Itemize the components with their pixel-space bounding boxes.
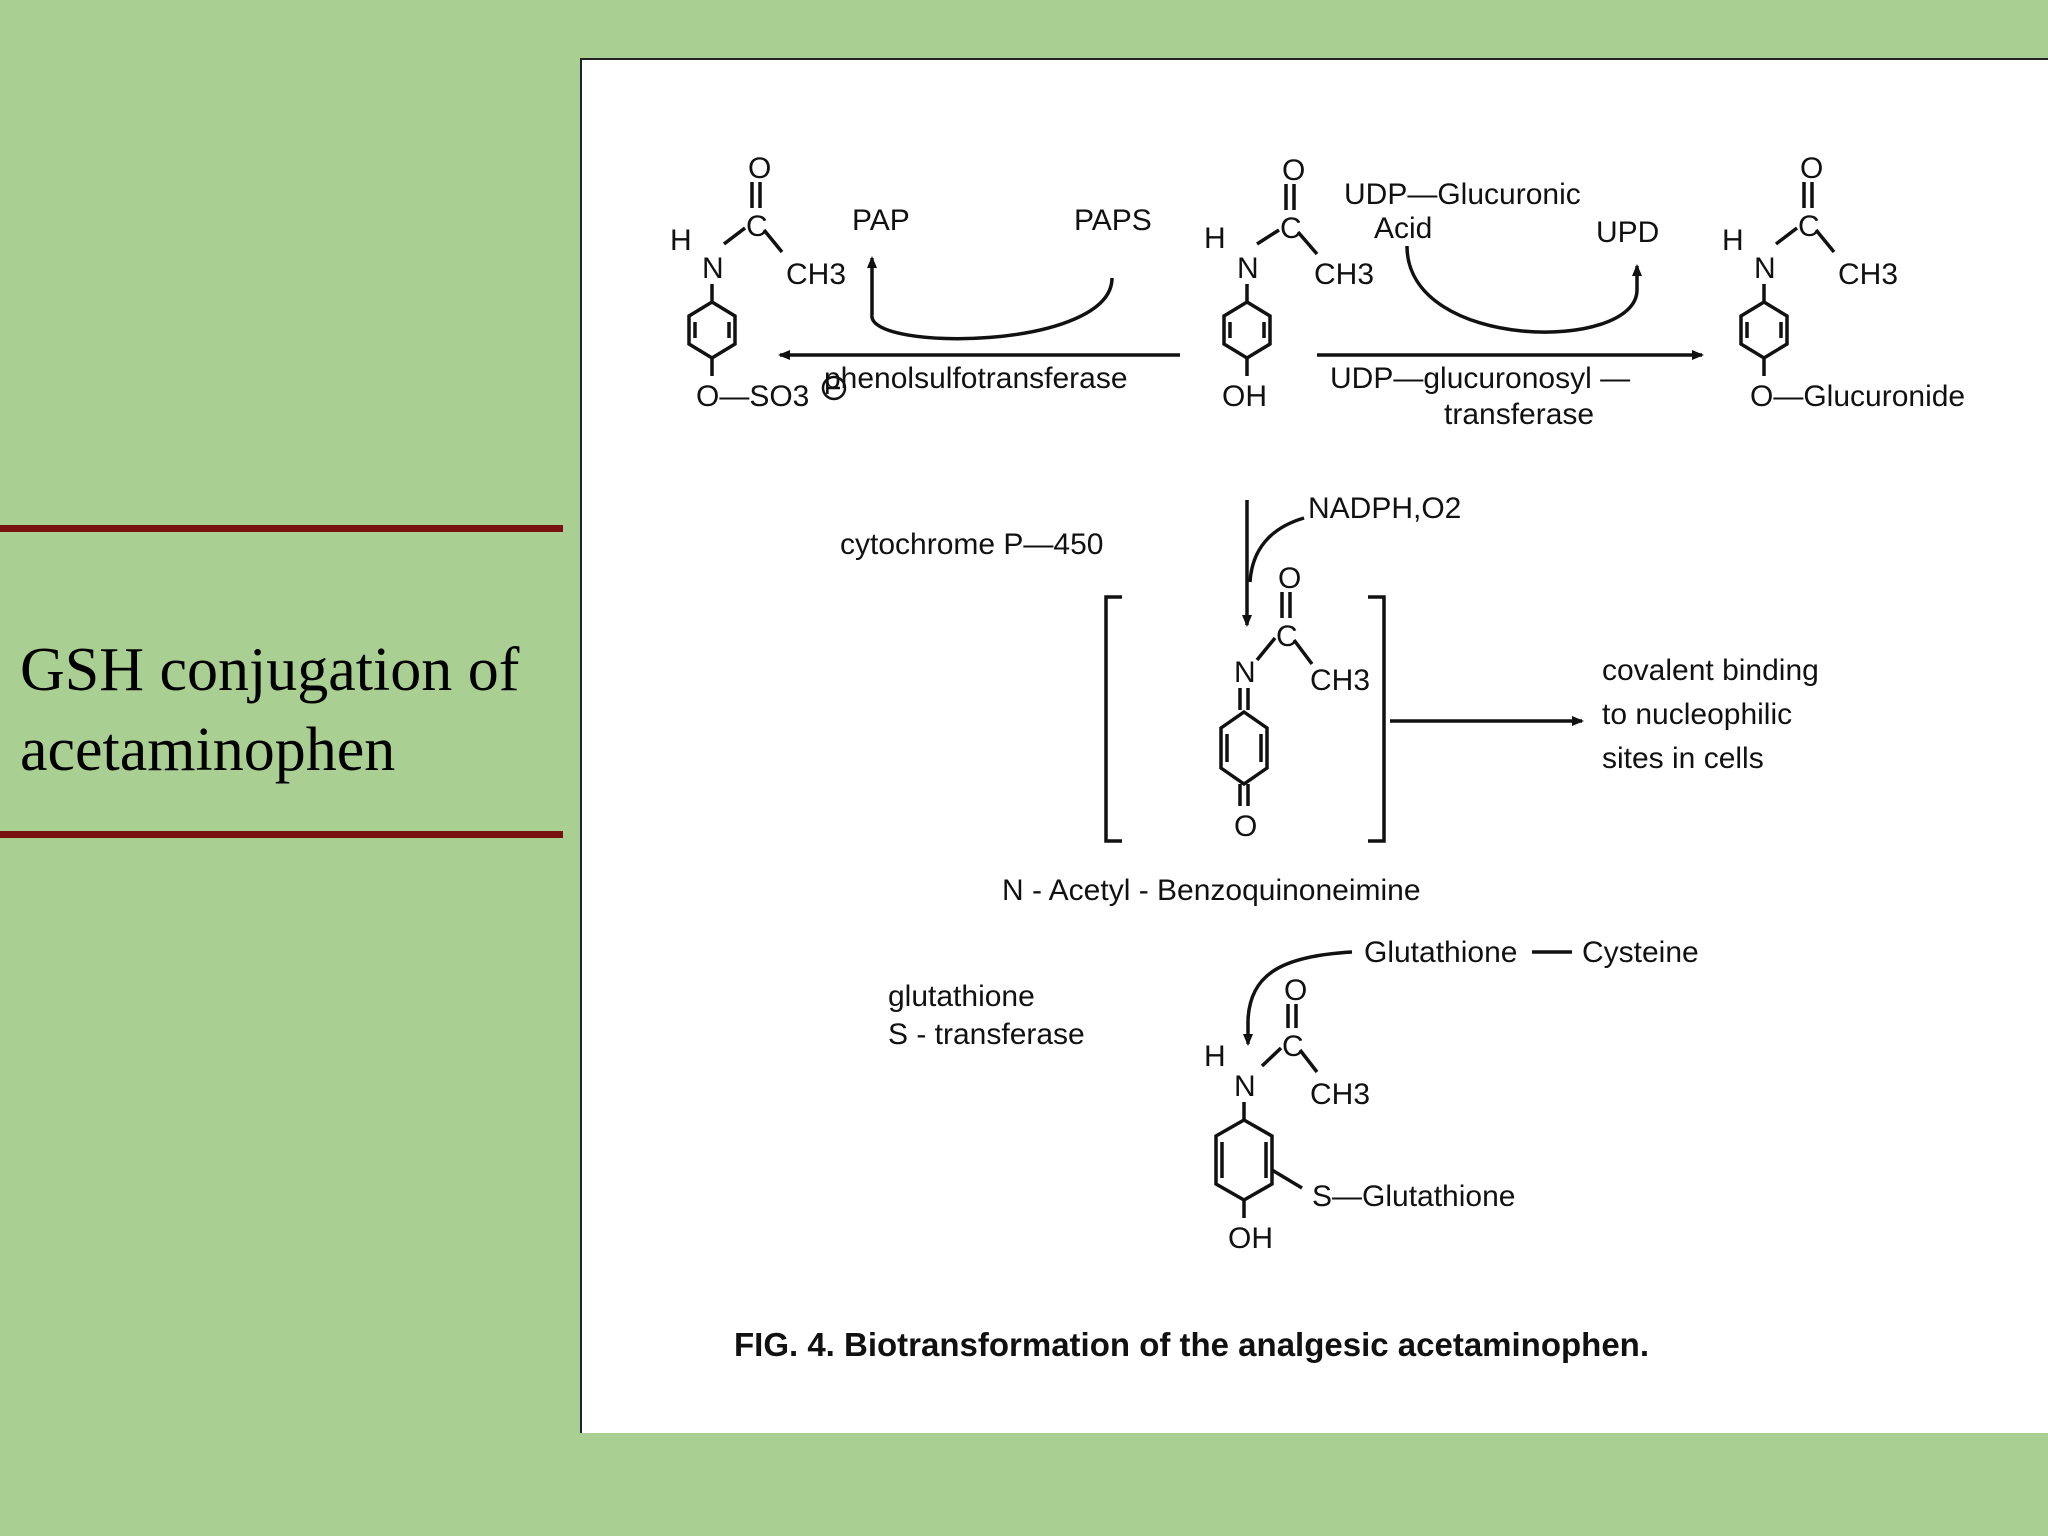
label-covalent-line-3: sites in cells [1602,742,1764,775]
label-gst-line-2: S - transferase [888,1018,1085,1051]
napqi-structure: O C N CH3 O N - Acetyl - Benzoquinoneimi… [1002,562,1421,907]
atom-n: N [1234,656,1256,689]
sub-oh: OH [1222,380,1267,413]
atom-c: C [1798,210,1820,243]
atom-o: O [748,152,771,185]
glucuronidation-reaction: UDP—Glucuronic Acid UPD UDP—glucuronosyl… [1317,178,1704,431]
atom-o: O [1800,152,1823,185]
atom-ch3: CH3 [1314,258,1374,291]
atom-ch3: CH3 [786,258,846,291]
atom-n: N [1237,252,1259,285]
title-rule-top [0,525,563,532]
sulfate-conjugate-structure: O C H N CH3 O—SO3 [670,152,847,413]
label-covalent-line-1: covalent binding [1602,654,1819,687]
atom-c: C [1280,212,1302,245]
atom-h: H [670,224,692,257]
atom-ch3: CH3 [1310,664,1370,697]
gsh-conjugation-reaction: Glutathione Cysteine glutathione S - tra… [888,936,1699,1051]
atom-ch3: CH3 [1838,258,1898,291]
atom-h: H [1204,222,1226,255]
slide-title-line-1: GSH conjugation of [20,636,520,704]
glucuronide-conjugate-structure: O C H N CH3 O—Glucuronide [1722,152,1965,413]
atom-o: O [1278,562,1301,595]
covalent-binding-branch: covalent binding to nucleophilic sites i… [1390,654,1819,775]
label-cysteine: Cysteine [1582,936,1699,969]
label-nadph-o2: NADPH,O2 [1308,492,1461,525]
atom-n: N [702,252,724,285]
slide-title: GSH conjugation of acetaminophen [20,630,580,790]
atom-n: N [1754,252,1776,285]
atom-c: C [1282,1030,1304,1063]
label-cytochrome-p450: cytochrome P—450 [840,528,1103,561]
label-udp-glucuronic: UDP—Glucuronic [1344,178,1581,211]
atom-n: N [1234,1070,1256,1103]
figure-caption: FIG. 4. Biotransformation of the analges… [734,1326,1649,1363]
label-gst-line-1: glutathione [888,980,1035,1013]
atom-h: H [1204,1040,1226,1073]
label-acid: Acid [1374,212,1432,245]
title-rule-bottom [0,831,563,838]
atom-c: C [1276,620,1298,653]
slide-title-line-2: acetaminophen [20,716,396,784]
nadph-curve [1248,516,1305,583]
atom-o: O [1282,154,1305,187]
label-paps: PAPS [1074,204,1152,237]
bracket-left [1104,595,1122,843]
atom-c: C [746,210,768,243]
acetaminophen-structure: O C H N CH3 OH [1204,154,1374,413]
atom-o: O [1284,974,1307,1007]
sub-glucuronide: O—Glucuronide [1750,380,1965,413]
sub-sulfate: O—SO3 [696,380,809,413]
label-glutathione: Glutathione [1364,936,1517,969]
label-napqi: N - Acetyl - Benzoquinoneimine [1002,874,1421,907]
bracket-right [1368,595,1386,843]
atom-ch3: CH3 [1310,1078,1370,1111]
udpga-to-udp-curve [1405,245,1639,334]
sub-oh: OH [1228,1222,1273,1255]
atom-o: O [1234,810,1257,843]
pathway-diagram: O C H N CH3 OH O C H N CH3 O—SO3 [670,152,1965,1363]
label-covalent-line-2: to nucleophilic [1602,698,1792,731]
label-phenolsulfotransferase: phenolsulfotransferase [824,362,1128,395]
sulfation-reaction: PAP PAPS phenolsulfotransferase [778,204,1180,395]
oxidation-reaction: NADPH,O2 cytochrome P—450 [840,492,1461,627]
label-pap: PAP [852,204,910,237]
gsh-conjugate-structure: O C H N CH3 S—Glutathione OH [1204,974,1515,1255]
atom-h: H [1722,224,1744,257]
sub-s-glutathione: S—Glutathione [1312,1180,1515,1213]
label-ugt-line-1: UDP—glucuronosyl — [1330,362,1630,395]
glutathione-curve [1246,950,1353,1021]
pathway-figure: O C H N CH3 OH O C H N CH3 O—SO3 [580,58,2048,1433]
paps-to-pap-curve [870,277,1114,341]
label-udp: UPD [1596,216,1659,249]
label-ugt-line-2: transferase [1444,398,1594,431]
